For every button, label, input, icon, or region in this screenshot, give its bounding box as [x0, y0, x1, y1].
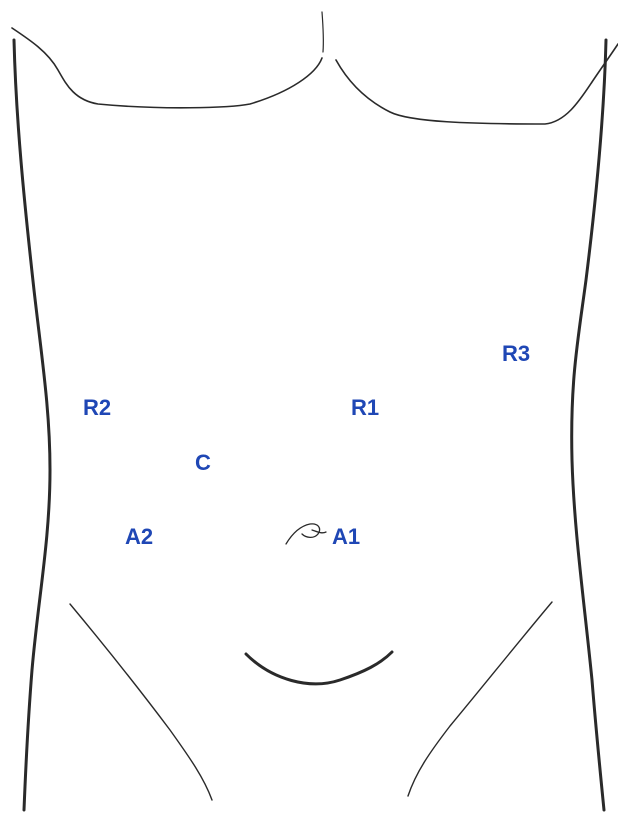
right-groin-line: [408, 602, 552, 796]
left-torso-side: [14, 40, 50, 810]
label-a1: A1: [332, 526, 360, 548]
label-a2: A2: [125, 526, 153, 548]
left-shoulder-line: [12, 28, 322, 108]
navel-icon: [286, 524, 326, 544]
neck-left-line: [322, 12, 323, 52]
lower-abdominal-curve: [246, 652, 392, 684]
label-r1: R1: [351, 397, 379, 419]
left-groin-line: [70, 604, 212, 800]
label-r3: R3: [502, 343, 530, 365]
right-torso-side: [572, 40, 606, 810]
right-shoulder-line: [336, 44, 618, 124]
label-r2: R2: [83, 397, 111, 419]
label-c: C: [195, 452, 211, 474]
